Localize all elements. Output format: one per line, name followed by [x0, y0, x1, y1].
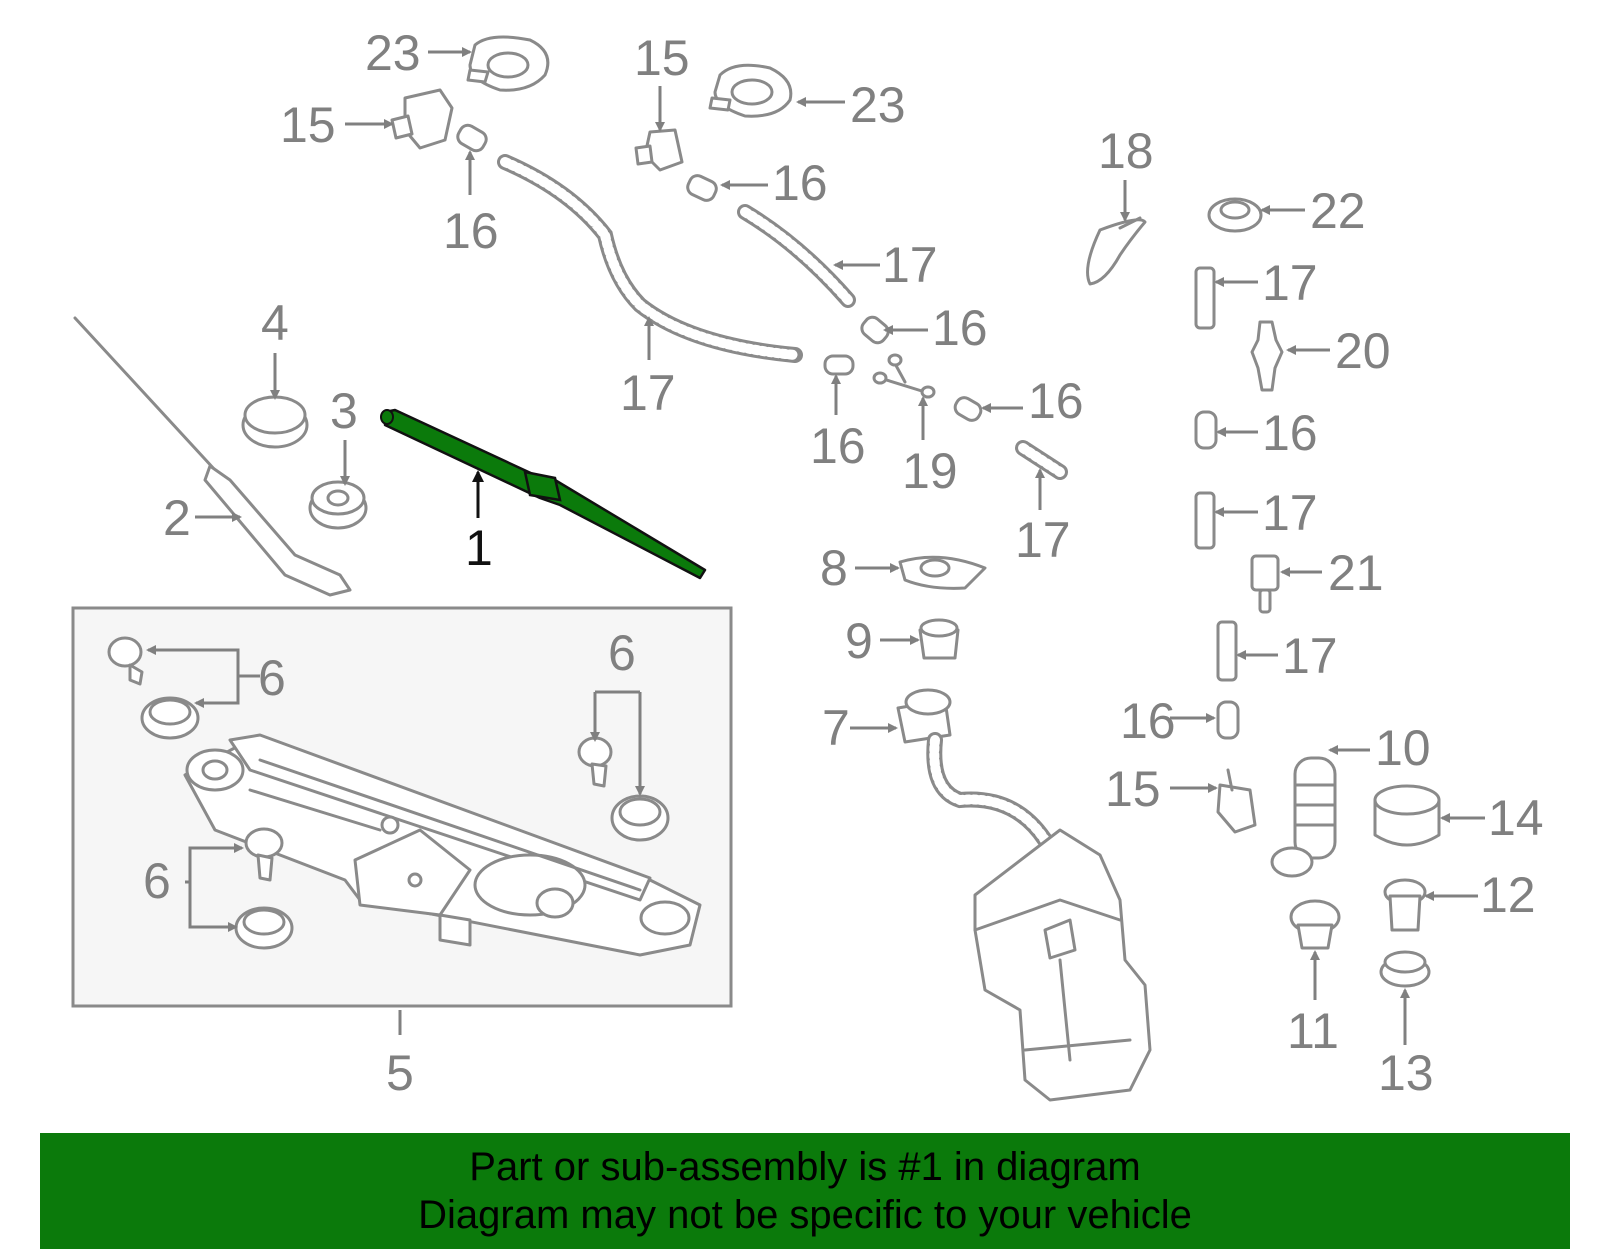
plug-22 [1207, 197, 1263, 233]
washer-reservoir [973, 828, 1152, 1102]
coupler-16-b [686, 174, 718, 202]
hose-17-short [737, 204, 856, 308]
callout-18: 18 [1098, 123, 1154, 179]
arm-nut [308, 480, 368, 530]
filler-seal [918, 618, 960, 660]
callout-6-right: 6 [608, 625, 636, 681]
parts-diagram: 1 2 3 4 5 6 6 6 7 8 9 10 11 12 13 14 15 … [71, 25, 1544, 1102]
grommet-6-left-bottom [234, 827, 294, 950]
leader-lines [146, 47, 1485, 1045]
callout-19: 19 [902, 443, 958, 499]
callout-15-top: 15 [634, 30, 690, 86]
grommet-6-left-top [107, 636, 200, 740]
callout-17-f: 17 [1282, 628, 1338, 684]
grommet-6-right [577, 736, 670, 842]
callout-17-a: 17 [620, 365, 676, 421]
hose-clamp [1086, 216, 1147, 286]
callout-23-right: 23 [850, 77, 906, 133]
washer-pump [1270, 756, 1337, 878]
callout-6-left-bottom: 6 [143, 853, 171, 909]
filler-neck [896, 688, 1053, 848]
coupler-16-c [860, 315, 890, 345]
nozzle-23-right [708, 63, 793, 118]
coupler-16-e [953, 396, 983, 422]
grommet-13 [1379, 950, 1431, 988]
hose-17-vert-c [1216, 620, 1238, 682]
connector-15-top [634, 128, 684, 172]
callout-8: 8 [820, 540, 848, 596]
banner-line-1: Part or sub-assembly is #1 in diagram [469, 1145, 1141, 1189]
callout-2: 2 [163, 490, 191, 546]
y-connector [872, 353, 936, 399]
pump-seal [1373, 784, 1441, 847]
connector-20 [1250, 320, 1284, 392]
connector-15-right [1216, 768, 1257, 834]
wiper-arm [73, 316, 352, 597]
hose-17-long [497, 154, 803, 363]
coupler-16-a [456, 123, 488, 153]
callout-22: 22 [1310, 183, 1366, 239]
callout-20: 20 [1335, 323, 1391, 379]
callout-11: 11 [1287, 1003, 1339, 1059]
grommet-12 [1383, 878, 1427, 932]
connector-15-left [390, 88, 454, 150]
grommet-11 [1289, 899, 1341, 950]
callout-16-f: 16 [1262, 405, 1318, 461]
callout-16-a: 16 [443, 203, 499, 259]
callout-4: 4 [261, 295, 289, 351]
callout-7: 7 [822, 700, 850, 756]
callout-17-e: 17 [1262, 485, 1318, 541]
callout-16-g: 16 [1120, 693, 1176, 749]
banner-line-2: Diagram may not be specific to your vehi… [418, 1193, 1192, 1237]
callout-23-left: 23 [365, 25, 421, 81]
arm-cap [241, 395, 309, 449]
coupler-16-d [823, 354, 855, 376]
callout-9: 9 [845, 613, 873, 669]
callout-21: 21 [1328, 545, 1384, 601]
hose-17-vert-a [1194, 266, 1216, 330]
coupler-16-f [1194, 410, 1218, 450]
info-banner: Part or sub-assembly is #1 in diagram Di… [40, 1133, 1570, 1249]
callout-12: 12 [1480, 867, 1536, 923]
callout-3: 3 [330, 383, 358, 439]
callout-16-e: 16 [1028, 373, 1084, 429]
filler-cap [898, 555, 987, 590]
callout-17-d: 17 [1262, 255, 1318, 311]
callout-13: 13 [1378, 1045, 1434, 1101]
callout-10: 10 [1375, 720, 1431, 776]
callout-16-c: 16 [932, 300, 988, 356]
callout-1: 1 [465, 520, 493, 576]
callout-15-left: 15 [280, 97, 336, 153]
nozzle-23-left [466, 35, 550, 92]
hose-17-piece [1015, 440, 1068, 480]
connector-21 [1250, 554, 1280, 614]
callout-16-b: 16 [772, 155, 828, 211]
callout-14: 14 [1488, 790, 1544, 846]
callout-6-left-top: 6 [258, 650, 286, 706]
coupler-16-g [1216, 700, 1240, 740]
callout-5: 5 [386, 1045, 414, 1101]
callout-15-right: 15 [1105, 761, 1161, 817]
wiper-blade-highlighted [380, 408, 707, 580]
wiper-linkage-drawing [183, 733, 702, 957]
callout-labels: 1 2 3 4 5 6 6 6 7 8 9 10 11 12 13 14 15 … [143, 25, 1544, 1101]
callout-16-d: 16 [810, 418, 866, 474]
hose-17-vert-b [1194, 491, 1216, 550]
callout-17-b: 17 [882, 237, 938, 293]
callout-17-c: 17 [1015, 512, 1071, 568]
